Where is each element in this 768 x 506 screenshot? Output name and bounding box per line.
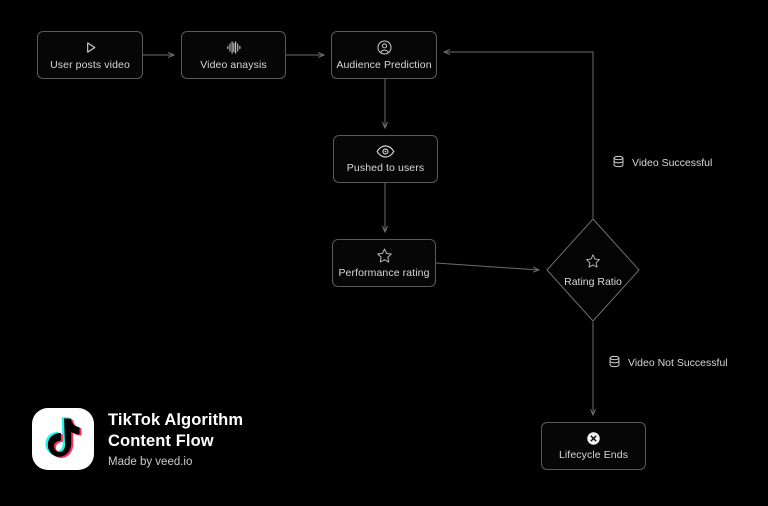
node-label: Audience Prediction	[336, 59, 432, 71]
tiktok-note-icon	[45, 417, 82, 458]
node-audience-prediction[interactable]: Audience Prediction	[331, 31, 437, 79]
node-label: Lifecycle Ends	[558, 449, 629, 461]
tiktok-logo	[32, 408, 94, 470]
node-video-analysis[interactable]: Video anaysis	[181, 31, 286, 79]
diamond-shape	[546, 218, 640, 322]
star-icon	[585, 253, 601, 274]
edge-label-text: Video Not Successful	[628, 357, 728, 369]
node-label: Performance rating	[338, 267, 430, 279]
x-circle-icon	[586, 431, 601, 446]
star-icon	[376, 247, 393, 264]
node-pushed-to-users[interactable]: Pushed to users	[333, 135, 438, 183]
eye-icon	[376, 144, 395, 159]
edge-label-video-successful: Video Successful	[612, 155, 712, 171]
brand-text: TikTok Algorithm Content Flow Made by ve…	[108, 410, 273, 467]
node-user-posts-video[interactable]: User posts video	[37, 31, 143, 79]
branding: TikTok Algorithm Content Flow Made by ve…	[32, 408, 273, 470]
brand-subtitle: Made by veed.io	[108, 455, 193, 468]
brand-title: TikTok Algorithm Content Flow	[108, 411, 244, 450]
audio-waveform-icon	[225, 39, 242, 56]
node-label: Video anaysis	[200, 59, 267, 71]
edge-rating-ratio-to-audience	[444, 52, 594, 218]
edge-label-text: Video Successful	[632, 157, 713, 169]
node-label: Rating Ratio	[564, 275, 622, 288]
node-rating-ratio[interactable]: Rating Ratio	[546, 218, 640, 322]
user-circle-icon	[376, 39, 393, 56]
node-performance-rating[interactable]: Performance rating	[332, 239, 436, 287]
edge-label-video-not-successful: Video Not Successful	[608, 355, 728, 371]
database-icon	[612, 155, 625, 171]
edge-performance-to-rating-ratio	[435, 262, 539, 270]
database-icon	[608, 355, 621, 371]
node-lifecycle-ends[interactable]: Lifecycle Ends	[541, 422, 646, 470]
node-label: User posts video	[50, 59, 130, 71]
play-icon	[82, 39, 99, 56]
node-label: Pushed to users	[346, 162, 425, 174]
